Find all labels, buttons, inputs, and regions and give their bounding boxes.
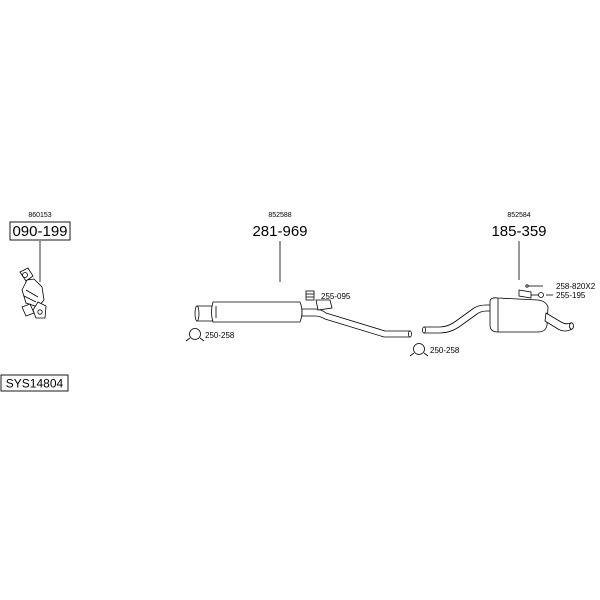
part-code-185-359: 185-359 bbox=[491, 223, 546, 240]
accessory-clip-258-820X2[interactable]: 258-820X2 bbox=[525, 282, 596, 291]
accessory-bracket-255-095[interactable]: 255-095 bbox=[305, 290, 351, 301]
clamp-icon bbox=[409, 343, 429, 357]
part-ref-852584: 852584 bbox=[507, 212, 530, 219]
clip-icon bbox=[525, 284, 543, 288]
catalytic-converter-drawing bbox=[19, 267, 47, 319]
part-code-281-969: 281-969 bbox=[252, 223, 307, 240]
rear-silencer-drawing bbox=[422, 297, 574, 334]
part-middle-silencer[interactable]: 852588 281-969 bbox=[194, 212, 412, 338]
middle-silencer-drawing bbox=[194, 299, 412, 338]
accessory-code: 255-095 bbox=[321, 292, 351, 301]
hanger-icon bbox=[518, 289, 553, 299]
part-ref-860153: 860153 bbox=[28, 212, 51, 219]
system-code-box bbox=[0, 374, 69, 392]
part-catalytic-converter[interactable]: 860153 090-199 bbox=[9, 212, 71, 319]
part-ref-852588: 852588 bbox=[268, 212, 291, 219]
clamp-icon bbox=[185, 328, 205, 342]
rubber-mount-icon bbox=[305, 290, 315, 301]
accessory-clamp-250-258-rear[interactable]: 250-258 bbox=[409, 343, 460, 357]
accessory-code: 255-195 bbox=[556, 291, 586, 300]
part-rear-silencer[interactable]: 852584 185-359 bbox=[422, 212, 574, 334]
accessory-clamp-250-258-front[interactable]: 250-258 bbox=[185, 328, 235, 342]
accessory-hanger-255-195[interactable]: 255-195 bbox=[518, 289, 586, 300]
part-code-box bbox=[9, 221, 71, 241]
accessory-code: 250-258 bbox=[430, 346, 460, 355]
part-code-090-199: 090-199 bbox=[12, 223, 67, 240]
accessory-code: 250-258 bbox=[205, 331, 235, 340]
system-code: SYS14804 bbox=[0, 374, 69, 392]
system-code-label: SYS14804 bbox=[6, 377, 64, 391]
accessory-code: 258-820X2 bbox=[556, 282, 596, 291]
